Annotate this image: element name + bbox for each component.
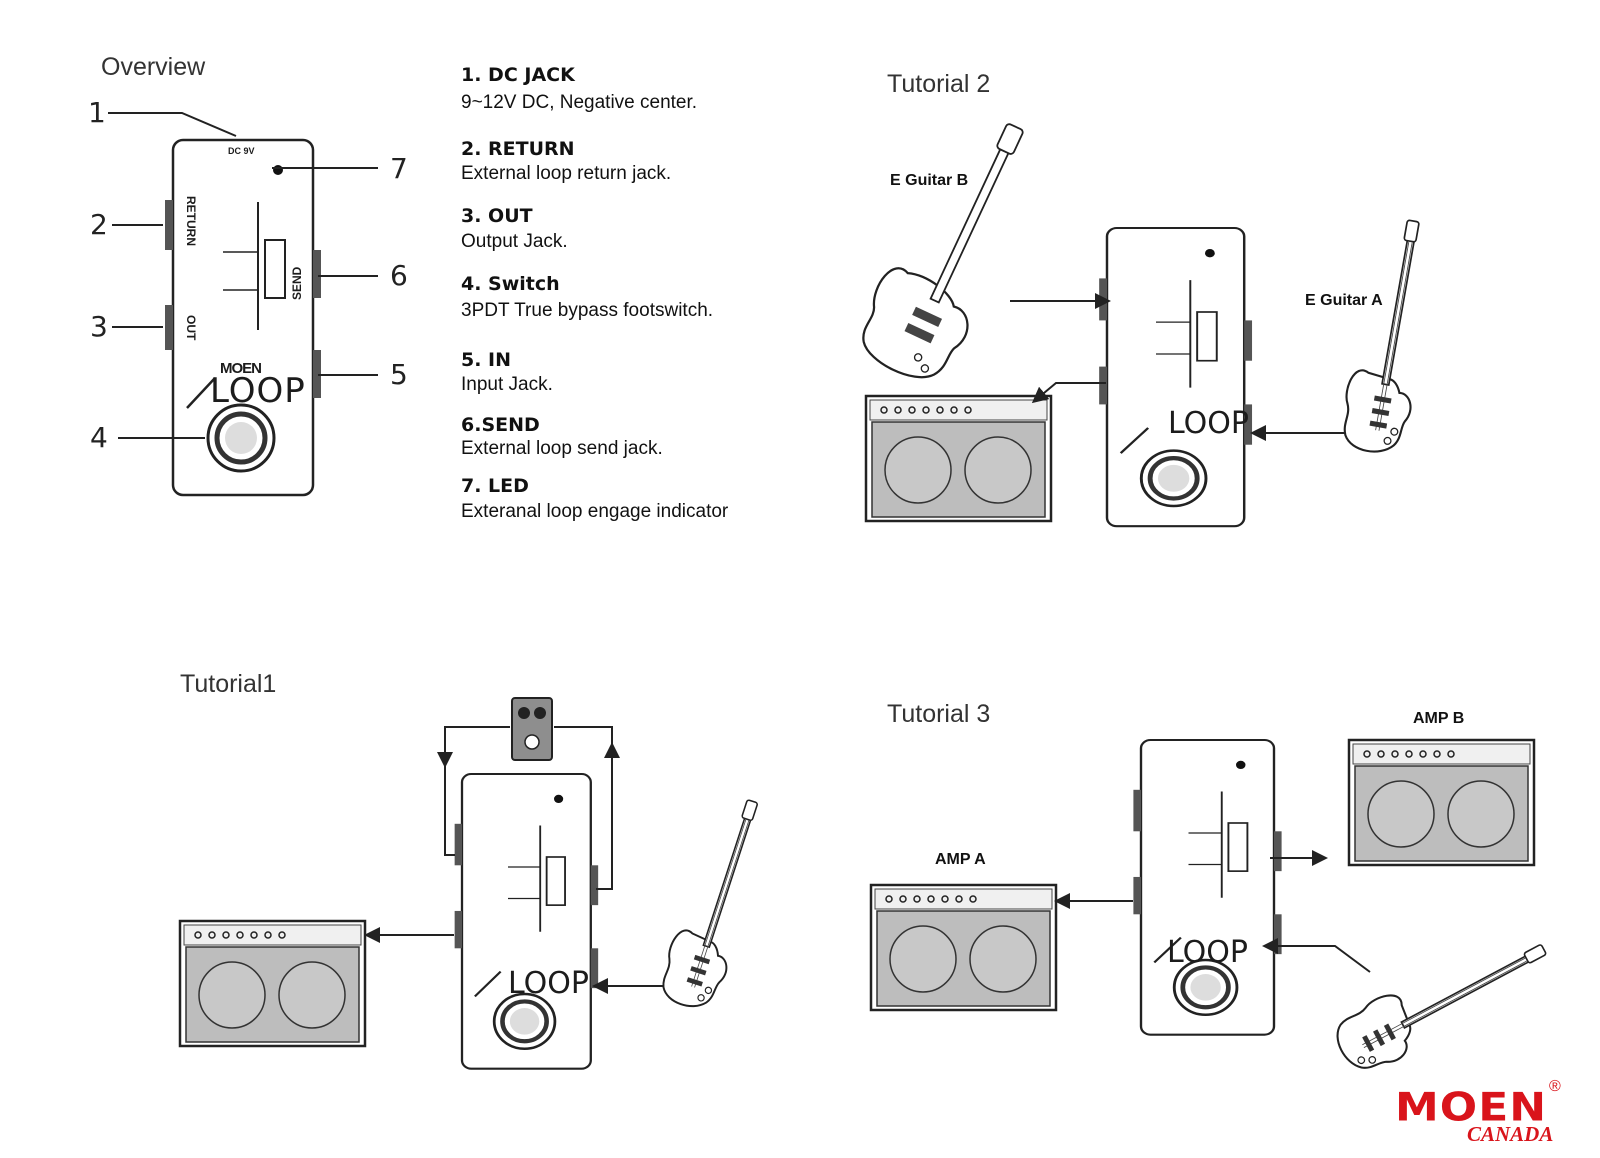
amp-b-label: AMP B <box>1413 710 1465 727</box>
guitar-b-icon <box>862 123 1024 379</box>
overview-brand-label: MOEN <box>220 360 262 377</box>
tutorial2-group <box>862 123 1444 527</box>
t1-model-label: LOOP <box>508 966 589 1001</box>
effect-pedal-icon <box>511 697 553 761</box>
tutorial3-guitar-icon <box>1326 917 1559 1082</box>
overview-send-label: SEND <box>290 266 304 300</box>
legend-2-desc: External loop return jack. <box>461 163 672 184</box>
callout-6: 6 <box>390 259 408 292</box>
tutorial1-title: Tutorial1 <box>180 670 277 698</box>
t2-model-label: LOOP <box>1168 406 1249 441</box>
t3-model-label: LOOP <box>1167 935 1248 970</box>
legend-4-desc: 3PDT True bypass footswitch. <box>461 300 714 321</box>
overview-dc-label: DC 9V <box>228 146 255 156</box>
callout-2: 2 <box>90 208 108 241</box>
tutorial1-group <box>178 697 780 1069</box>
callout-3: 3 <box>90 310 108 343</box>
legend-7-heading: 7. LED <box>461 475 529 497</box>
legend-7-desc: Exteranal loop engage indicator <box>461 501 729 522</box>
legend-6-heading: 6.SEND <box>461 414 540 436</box>
brand-region: CANADA <box>1467 1122 1554 1146</box>
tutorial3-title: Tutorial 3 <box>887 700 991 728</box>
overview-out-label: OUT <box>184 315 198 341</box>
guitar-b-label: E Guitar B <box>890 172 969 189</box>
overview-callout-lines <box>108 112 378 439</box>
overview-return-label: RETURN <box>184 196 198 246</box>
tutorial2-title: Tutorial 2 <box>887 70 991 98</box>
overview-title: Overview <box>101 53 206 81</box>
callout-5: 5 <box>390 358 408 391</box>
callout-7: 7 <box>390 152 408 185</box>
legend-2-heading: 2. RETURN <box>461 138 575 160</box>
callout-4: 4 <box>90 421 108 454</box>
tutorial3-group <box>869 740 1559 1082</box>
legend-6-desc: External loop send jack. <box>461 438 663 459</box>
moen-canada-logo: MOEN CANADA ® <box>1395 1078 1565 1148</box>
overview-model-label: LOOP <box>210 371 306 411</box>
callout-1: 1 <box>88 96 106 129</box>
legend-5-heading: 5. IN <box>461 349 512 371</box>
legend-1-desc: 9~12V DC, Negative center. <box>461 92 698 113</box>
legend-4-heading: 4. Switch <box>461 273 560 295</box>
guitar-a-label: E Guitar A <box>1305 292 1383 309</box>
guitar-a-icon <box>1336 213 1444 459</box>
legend-3-desc: Output Jack. <box>461 231 568 252</box>
brand-name: MOEN <box>1395 1084 1548 1131</box>
legend-5-desc: Input Jack. <box>461 374 553 395</box>
tutorial1-guitar-icon <box>653 790 780 1016</box>
amp-a-label: AMP A <box>935 851 986 868</box>
brand-registered-mark: ® <box>1549 1078 1561 1095</box>
legend-1-heading: 1. DC JACK <box>461 64 575 86</box>
legend-3-heading: 3. OUT <box>461 205 533 227</box>
